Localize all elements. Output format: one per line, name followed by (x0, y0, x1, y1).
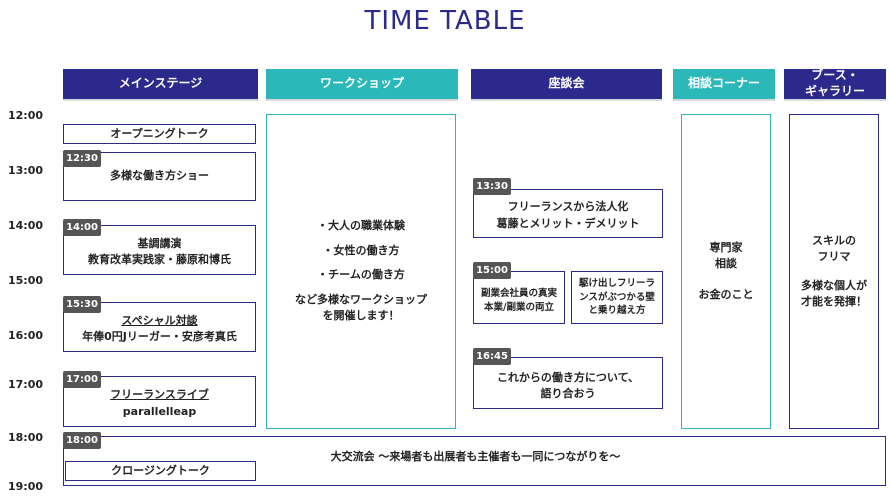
workshop-block[interactable]: ・大人の職業体験 ・女性の働き方 ・チームの働き方 など多様なワークショップ を… (266, 114, 456, 429)
time-tag: 14:00 (63, 219, 101, 236)
session-title: 多様な働き方ショー (110, 169, 209, 183)
workshop-item: ・チームの働き方 (317, 268, 405, 282)
time-label: 12:00 (8, 109, 44, 122)
session-title: 大交流会 〜来場者も出展者も主催者も一同につながりを〜 (330, 449, 621, 463)
booth-text: 多様な個人が (801, 278, 867, 292)
time-label: 17:00 (8, 378, 44, 391)
workshop-note: など多様なワークショップ (295, 292, 427, 306)
workshop-item: ・大人の職業体験 (317, 219, 405, 233)
session-title: と乗り越え方 (588, 305, 646, 317)
networking-label-wrap: 大交流会 〜来場者も出展者も主催者も一同につながりを〜 (64, 447, 887, 467)
booth-text: フリマ (817, 250, 851, 263)
session-title: オープニングトーク (110, 126, 209, 140)
booth-block[interactable]: スキルの フリマ 多様な個人が 才能を発揮！ (789, 114, 879, 429)
session-title: フリーランスライブ (110, 388, 209, 401)
session-title: フリーランスから法人化 (507, 200, 629, 213)
session-title: 基調講演 (137, 236, 182, 250)
session-speaker: 年俸0円Jリーガー・安彦考真氏 (82, 330, 237, 343)
session-title: ンスがぶつかる壁 (579, 291, 655, 303)
header-zadankai: 座談会 (471, 69, 662, 99)
session-future-work[interactable]: これからの働き方について、 語り合おう (473, 357, 663, 409)
session-new-freelance-wall[interactable]: 駆け出しフリーラ ンスがぶつかる壁 と乗り越え方 (571, 271, 663, 324)
time-label: 16:00 (8, 329, 44, 342)
header-main-stage: メインステージ (63, 69, 258, 99)
session-closing[interactable]: クロージングトーク (65, 461, 256, 481)
session-performer: parallelleap (122, 404, 197, 418)
session-title: これからの働き方について、 (496, 370, 640, 384)
header-label: 相談コーナー (687, 76, 760, 91)
session-opening[interactable]: オープニングトーク (63, 124, 256, 144)
time-label: 14:00 (8, 219, 44, 232)
header-booth: ブース・ ギャラリー (784, 68, 886, 99)
time-tag: 12:30 (63, 150, 101, 167)
session-freelance-incorporation[interactable]: フリーランスから法人化 葛藤とメリット・デメリット (473, 189, 663, 238)
booth-text: スキルの (812, 233, 856, 247)
time-tag: 15:00 (473, 262, 511, 279)
time-tag: 15:30 (63, 296, 101, 313)
session-title: スペシャル対談 (121, 313, 198, 327)
workshop-item: ・女性の働き方 (322, 243, 400, 257)
booth-text: 才能を発揮！ (801, 295, 867, 308)
time-tag: 17:00 (63, 371, 101, 388)
header-label: メインステージ (118, 76, 203, 91)
time-tag: 13:30 (473, 178, 511, 195)
consult-block[interactable]: 専門家 相談 お金のこと (681, 114, 771, 429)
time-label: 19:00 (8, 480, 44, 493)
header-workshop: ワークショップ (266, 69, 458, 99)
time-label: 13:00 (8, 164, 44, 177)
session-title: 副業会社員の真実 (480, 287, 557, 299)
consult-text: 相談 (715, 257, 737, 271)
session-title: クロージングトーク (111, 463, 210, 477)
header-label: ワークショップ (319, 76, 404, 91)
session-diverse-work-show[interactable]: 多様な働き方ショー (63, 152, 256, 201)
session-side-job[interactable]: 副業会社員の真実 本業/副業の両立 (473, 271, 565, 324)
consult-text: 専門家 (709, 240, 743, 254)
page-title: TIME TABLE (364, 6, 526, 36)
header-label: 座談会 (548, 76, 585, 91)
header-label: ギャラリー (804, 84, 865, 98)
session-title: 本業/副業の両立 (484, 301, 554, 313)
workshop-note: を開催します！ (322, 309, 400, 323)
header-consult: 相談コーナー (673, 69, 775, 99)
time-label: 15:00 (8, 274, 44, 287)
session-title: 葛藤とメリット・デメリット (496, 216, 640, 230)
consult-text: お金のこと (698, 287, 754, 301)
session-title: 駆け出しフリーラ (578, 277, 655, 289)
time-label: 18:00 (8, 431, 44, 444)
session-title: 語り合おう (540, 387, 596, 400)
time-tag: 18:00 (63, 432, 101, 449)
session-speaker: 教育改革実践家・藤原和博氏 (88, 253, 231, 266)
time-tag: 16:45 (473, 348, 511, 365)
header-label: ブース・ (811, 68, 859, 83)
